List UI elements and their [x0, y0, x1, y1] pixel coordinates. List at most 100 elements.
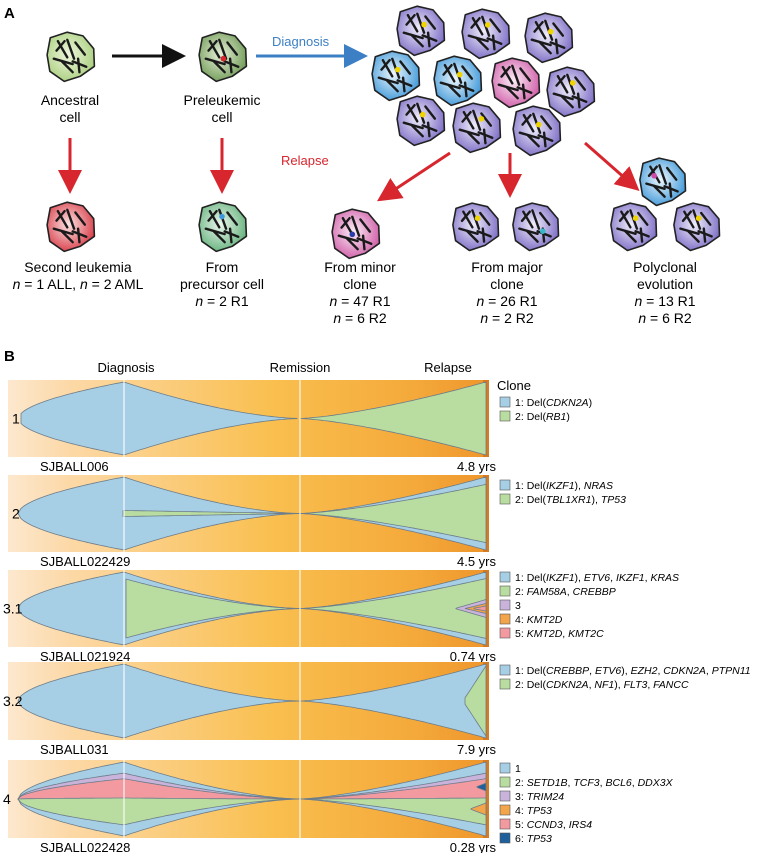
minor-clone-arrow	[376, 151, 451, 202]
cell-label-0-line-1: cell	[59, 109, 80, 125]
outcome-label-4-line-3: n = 6 R2	[638, 310, 692, 326]
legend-swatch	[499, 599, 511, 611]
outcome-label-1-line-2: n = 2 R1	[195, 293, 249, 309]
outcome-label-3-line-3: n = 2 R2	[480, 310, 534, 326]
legend-swatch	[499, 585, 511, 597]
legend-swatch	[499, 493, 511, 505]
legend-swatch	[499, 832, 511, 844]
legend-swatch	[499, 479, 511, 491]
legend-label: 5: CCND3, IRS4	[515, 819, 592, 831]
outcome-label-4-line-1: evolution	[637, 276, 693, 292]
polyclonal-arrow	[584, 141, 640, 191]
relapse-time: 0.28 yrs	[450, 840, 497, 853]
outcome-label-3-line-0: From major	[471, 259, 543, 275]
legend-swatch	[499, 678, 511, 690]
legend-label: 2: Del(TBL1XR1), TP53	[515, 494, 626, 506]
diagnosis-cell-8	[396, 95, 446, 147]
outcome-label-3-line-2: n = 26 R1	[476, 293, 537, 309]
clone-2-band	[299, 381, 487, 456]
major-clone-cell-1	[452, 202, 500, 252]
ancestral-cell	[46, 31, 96, 83]
legend-label: 5: KMT2D, KMT2C	[515, 628, 604, 640]
legend-swatch	[499, 804, 511, 816]
clone-2-band	[125, 578, 487, 639]
legend-label: 1	[515, 763, 521, 775]
diagnosis-cell-1	[396, 5, 446, 57]
outcome-label-4-line-2: n = 13 R1	[634, 293, 695, 309]
diagnosis-cell-7	[546, 66, 596, 118]
patient-number: 1	[12, 411, 20, 427]
patient-number: 3.1	[3, 601, 23, 617]
legend-label: 2: Del(RB1)	[515, 411, 570, 423]
patient-id: SJBALL022429	[40, 554, 130, 569]
timepoint-relapse: Relapse	[424, 360, 472, 375]
preleukemic-cell	[198, 31, 248, 83]
patient-id: SJBALL031	[40, 742, 109, 757]
relapse-time: 4.5 yrs	[457, 554, 497, 569]
outcome-label-0-line-0: Second leukemia	[24, 259, 132, 275]
legend-label: 4: KMT2D	[515, 614, 563, 626]
relapse-time: 0.74 yrs	[450, 649, 497, 664]
second-leukemia-cell	[46, 201, 96, 253]
cell-label-1-line-1: cell	[211, 109, 232, 125]
diagnosis-arrow-label: Diagnosis	[272, 34, 330, 49]
legend-label: 2: Del(CDKN2A, NF1), FLT3, FANCC	[515, 679, 689, 691]
diagnosis-cell-3	[524, 12, 574, 64]
outcome-label-2-line-0: From minor	[324, 259, 396, 275]
legend-label: 3: TRIM24	[515, 791, 564, 803]
clone-2-band	[464, 664, 487, 738]
legend-swatch	[499, 776, 511, 788]
legend-label: 3	[515, 600, 521, 612]
diagnosis-cell-10	[512, 105, 562, 157]
timepoint-diagnosis: Diagnosis	[97, 360, 155, 375]
diagnosis-cell-9	[452, 102, 502, 154]
outcome-label-1-line-1: precursor cell	[180, 276, 264, 292]
legend-swatch	[499, 410, 511, 422]
outcome-label-4-line-0: Polyclonal	[633, 259, 697, 275]
precursor-relapse-cell	[198, 201, 248, 253]
legend-label: 2: FAM58A, CREBBP	[515, 586, 616, 598]
outcome-label-2-line-1: clone	[343, 276, 377, 292]
clone-4-band	[470, 802, 487, 816]
legend-label: 4: TP53	[515, 805, 552, 817]
outcome-label-1-line-0: From	[206, 259, 239, 275]
patient-id: SJBALL006	[40, 459, 109, 474]
cell-label-1-line-0: Preleukemic	[183, 92, 260, 108]
diagnosis-cell-4	[371, 50, 421, 102]
diagnosis-cell-6	[491, 57, 541, 109]
legend-swatch	[499, 762, 511, 774]
outcome-label-2-line-2: n = 47 R1	[329, 293, 390, 309]
outcome-label-3-line-1: clone	[490, 276, 524, 292]
polyclonal-cell-1	[639, 157, 687, 207]
patient-number: 4	[3, 791, 11, 807]
legend-label: 2: SETD1B, TCF3, BCL6, DDX3X	[515, 777, 674, 789]
relapse-time: 4.8 yrs	[457, 459, 497, 474]
cell-label-0-line-0: Ancestral	[41, 92, 99, 108]
clone-header: Clone	[497, 378, 531, 393]
patient-number: 3.2	[3, 693, 23, 709]
relapse-arrow-label: Relapse	[281, 153, 329, 168]
legend-label: 1: Del(IKZF1), NRAS	[515, 480, 613, 492]
minor-clone-cell	[331, 208, 381, 260]
legend-label: 1: Del(CREBBP, ETV6), EZH2, CDKN2A, PTPN…	[515, 665, 751, 677]
legend-swatch	[499, 790, 511, 802]
clone-6-band	[476, 782, 487, 792]
legend-swatch	[499, 818, 511, 830]
panel-b-label: B	[4, 348, 15, 365]
legend-swatch	[499, 613, 511, 625]
timepoint-remission: Remission	[270, 360, 331, 375]
legend-swatch	[499, 571, 511, 583]
major-clone-cell-2	[512, 202, 560, 252]
patient-id: SJBALL022428	[40, 840, 130, 853]
relapse-time: 7.9 yrs	[457, 742, 497, 757]
clone-2-band	[122, 483, 487, 544]
patient-id: SJBALL021924	[40, 649, 130, 664]
panel-a-label: A	[4, 5, 15, 22]
